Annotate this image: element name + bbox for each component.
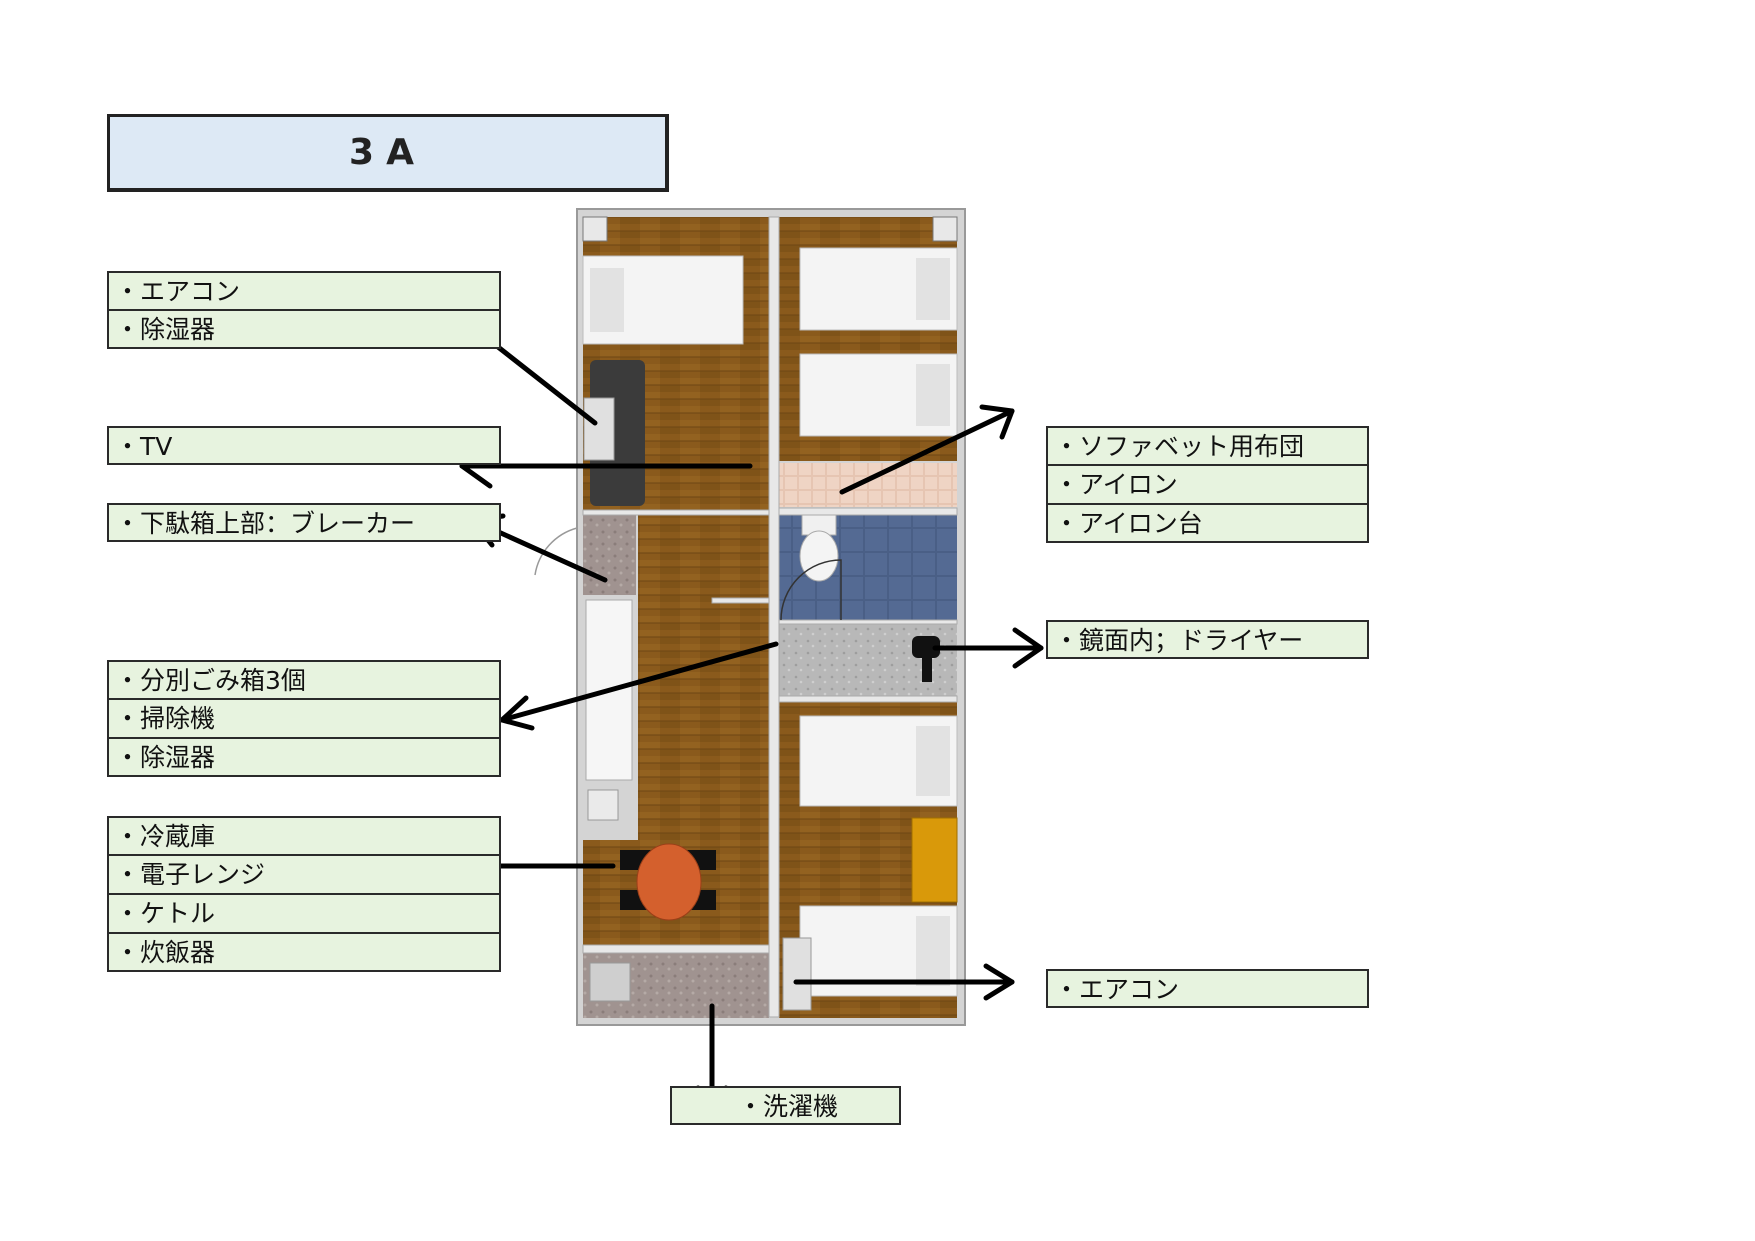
dining-table	[620, 843, 716, 921]
label-vacuum: ・掃除機	[107, 699, 501, 738]
label-group-mirror: ・鏡面内；ドライヤー	[1046, 620, 1369, 659]
closet-strip	[779, 463, 957, 507]
aircon-unit	[782, 937, 812, 1011]
label-group-aircon-dehumidifier: ・エアコン ・除湿器	[107, 271, 501, 349]
label-aircon: ・エアコン	[107, 271, 501, 310]
label-sofabed-futon: ・ソファベット用布団	[1046, 426, 1369, 465]
label-group-washer: ・洗濯機	[670, 1086, 901, 1125]
washing-machine	[589, 962, 631, 1002]
label-ironing-board: ・アイロン台	[1046, 504, 1369, 543]
label-group-tv: ・TV	[107, 426, 501, 465]
page-title: 3A	[107, 114, 669, 192]
label-fridge: ・冷蔵庫	[107, 816, 501, 855]
hair-dryer	[912, 636, 940, 682]
label-dehumidifier: ・除湿器	[107, 310, 501, 349]
label-kettle: ・ケトル	[107, 894, 501, 933]
arrow-mirror-head	[1012, 627, 1044, 669]
arrow-trash	[499, 641, 779, 723]
label-group-trash: ・分別ごみ箱3個 ・掃除機 ・除湿器	[107, 660, 501, 777]
door-swing	[780, 559, 842, 621]
label-group-breaker: ・下駄箱上部：ブレーカー	[107, 503, 501, 542]
label-washer: ・洗濯機	[670, 1086, 901, 1125]
label-group-kitchen: ・冷蔵庫 ・電子レンジ ・ケトル ・炊飯器	[107, 816, 501, 972]
pillar	[932, 216, 958, 242]
arrow-sofa-head	[979, 404, 1015, 440]
aircon-unit	[583, 397, 615, 461]
entrance-door	[534, 527, 578, 576]
label-group-sofa: ・ソファベット用布団 ・アイロン ・アイロン台	[1046, 426, 1369, 543]
bed	[799, 247, 958, 331]
label-aircon-2: ・エアコン	[1046, 969, 1369, 1008]
pillar	[582, 216, 608, 242]
bed	[582, 255, 744, 345]
arrow-trash-head	[499, 695, 535, 731]
label-trash-bins: ・分別ごみ箱3個	[107, 660, 501, 699]
label-dehumidifier-2: ・除湿器	[107, 738, 501, 777]
sink	[587, 789, 619, 821]
label-iron: ・アイロン	[1046, 465, 1369, 504]
entrance-floor	[583, 515, 636, 595]
interior-walls	[582, 216, 958, 1018]
label-group-aircon-2: ・エアコン	[1046, 969, 1369, 1008]
bed	[799, 353, 958, 437]
label-breaker: ・下駄箱上部：ブレーカー	[107, 503, 501, 542]
label-hair-dryer: ・鏡面内；ドライヤー	[1046, 620, 1369, 659]
arrow-sofa	[839, 408, 1015, 495]
bed	[799, 715, 958, 807]
sofa	[590, 360, 645, 506]
label-rice-cooker: ・炊飯器	[107, 933, 501, 972]
arrow-aircon2-head	[983, 963, 1015, 1001]
label-tv: ・TV	[107, 426, 501, 465]
desk	[911, 817, 958, 903]
label-microwave: ・電子レンジ	[107, 855, 501, 894]
